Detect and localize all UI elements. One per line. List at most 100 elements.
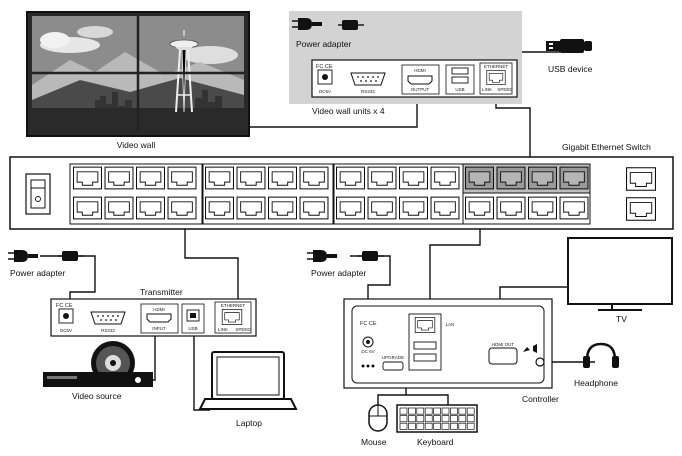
keyboard-key	[441, 415, 450, 423]
dc-jack-icon	[63, 313, 69, 319]
hdmi-port	[146, 313, 172, 323]
keyboard-key	[466, 415, 475, 423]
power-switch-rocker-icon	[30, 179, 46, 209]
video-source-label: Video source	[72, 391, 122, 401]
dc5v-label: DC5V	[60, 328, 72, 333]
power-plug-icon	[307, 249, 337, 263]
switch-port-icon	[496, 166, 526, 190]
switch-port-icon	[73, 166, 102, 190]
transmitter-panel: FC CE DC5V RS232 HDMI INPUT USB ETHERNET…	[50, 298, 257, 337]
controller-box: FC CE DC 5V UPGRADE LAN HDMI OUT	[343, 298, 553, 389]
keyboard-key	[399, 407, 408, 415]
switch-port-icon	[559, 196, 589, 220]
switch-port-icon	[299, 196, 329, 220]
keyboard-key	[458, 415, 467, 423]
switch-port-icon	[430, 166, 460, 190]
power-plug-icon	[8, 249, 38, 263]
keyboard-key	[408, 422, 416, 430]
power-brick-icon	[358, 250, 384, 262]
output-label: OUTPUT	[411, 87, 430, 92]
switch-port-icon	[236, 166, 266, 190]
cable-power-transmitter	[40, 255, 96, 305]
keyboard-key	[441, 407, 450, 415]
switch-port-icon	[399, 196, 428, 220]
tv-label: TV	[616, 314, 627, 324]
keyboard-key	[416, 407, 425, 415]
video-wall	[26, 11, 250, 137]
hdmi-port	[407, 75, 433, 85]
video-source-player-icon	[43, 341, 153, 387]
usb-label: USB	[188, 326, 197, 331]
keyboard-key	[466, 407, 475, 415]
switch-port-icon	[205, 196, 234, 220]
ethernet-port-icon	[486, 70, 506, 85]
ethernet-group	[479, 62, 513, 95]
lan-label: LAN	[446, 322, 455, 327]
sfp-port-icon	[626, 167, 656, 191]
power-adapter-top-label: Power adapter	[296, 39, 351, 49]
keyboard-key	[424, 407, 433, 415]
switch-port-icon	[73, 196, 102, 220]
switch-port-icon	[367, 166, 397, 190]
dc5v-label: DC5V	[319, 89, 331, 94]
tv-icon	[567, 237, 673, 311]
hdmi-input-group	[140, 303, 179, 334]
switch-port-icon	[496, 196, 526, 220]
switch-port-icon	[104, 196, 134, 220]
video-wall-unit-panel: FC CE DC5V RS232 HDMI OUTPUT USB ETHERNE…	[311, 59, 518, 98]
switch-port-icon	[336, 196, 365, 220]
cable-controller-keyboard	[406, 394, 449, 405]
laptop-label: Laptop	[236, 418, 262, 428]
keyboard-key	[450, 415, 458, 423]
usb-label: USB	[455, 87, 464, 92]
hdmi-output-group	[401, 64, 440, 95]
switch-port-icon	[528, 166, 557, 190]
keyboard-key	[399, 422, 408, 430]
switch-port-icon	[104, 166, 134, 190]
hdmi-label: HDMI	[414, 68, 426, 73]
keyboard-key	[416, 422, 425, 430]
dc5v-label: DC 5V	[361, 349, 374, 354]
link-label: LINK	[218, 327, 228, 332]
link-label: LINK	[482, 87, 492, 92]
ethernet-group	[214, 301, 252, 334]
sfp-port-icon	[626, 197, 656, 221]
lan-port-icon	[414, 317, 436, 333]
switch-port-icon	[367, 196, 397, 220]
keyboard-key	[408, 415, 416, 423]
gigabit-ethernet-switch	[9, 156, 674, 230]
laptop-icon	[198, 351, 298, 410]
keyboard-key	[458, 407, 467, 415]
input-label: INPUT	[152, 326, 166, 331]
fcce-mark: FC CE	[360, 321, 377, 327]
keyboard-key	[466, 422, 475, 430]
switch-label: Gigabit Ethernet Switch	[562, 142, 651, 152]
switch-port-icon	[299, 166, 329, 190]
upgrade-button	[382, 361, 404, 371]
usb-port-icon	[413, 353, 437, 362]
switch-port-icon	[430, 196, 460, 220]
dc-jack-icon	[366, 340, 370, 344]
keyboard-icon	[396, 404, 478, 433]
ethernet-label: ETHERNET	[221, 303, 246, 308]
cable-units-switch	[495, 96, 531, 166]
keyboard-key	[408, 407, 416, 415]
speed-label: SPEED	[235, 327, 251, 332]
switch-port-icon	[136, 196, 165, 220]
switch-port-icon	[205, 166, 234, 190]
switch-port-icon	[465, 166, 494, 190]
usb-port-icon	[451, 76, 469, 84]
dc-jack-icon	[322, 74, 328, 80]
headphone-label: Headphone	[574, 378, 618, 388]
usb-device-icon	[546, 39, 592, 53]
cable-switch-controller	[429, 216, 481, 317]
switch-port-icon	[167, 166, 197, 190]
switch-port-icon	[559, 166, 589, 190]
power-adapter-mid-label: Power adapter	[311, 268, 366, 278]
switch-port-icon	[268, 196, 297, 220]
switch-port-icon	[136, 166, 165, 190]
switch-port-icon	[336, 166, 365, 190]
speed-label: SPEED	[497, 87, 513, 92]
usb-group	[181, 303, 205, 334]
ethernet-port-icon	[221, 309, 243, 325]
